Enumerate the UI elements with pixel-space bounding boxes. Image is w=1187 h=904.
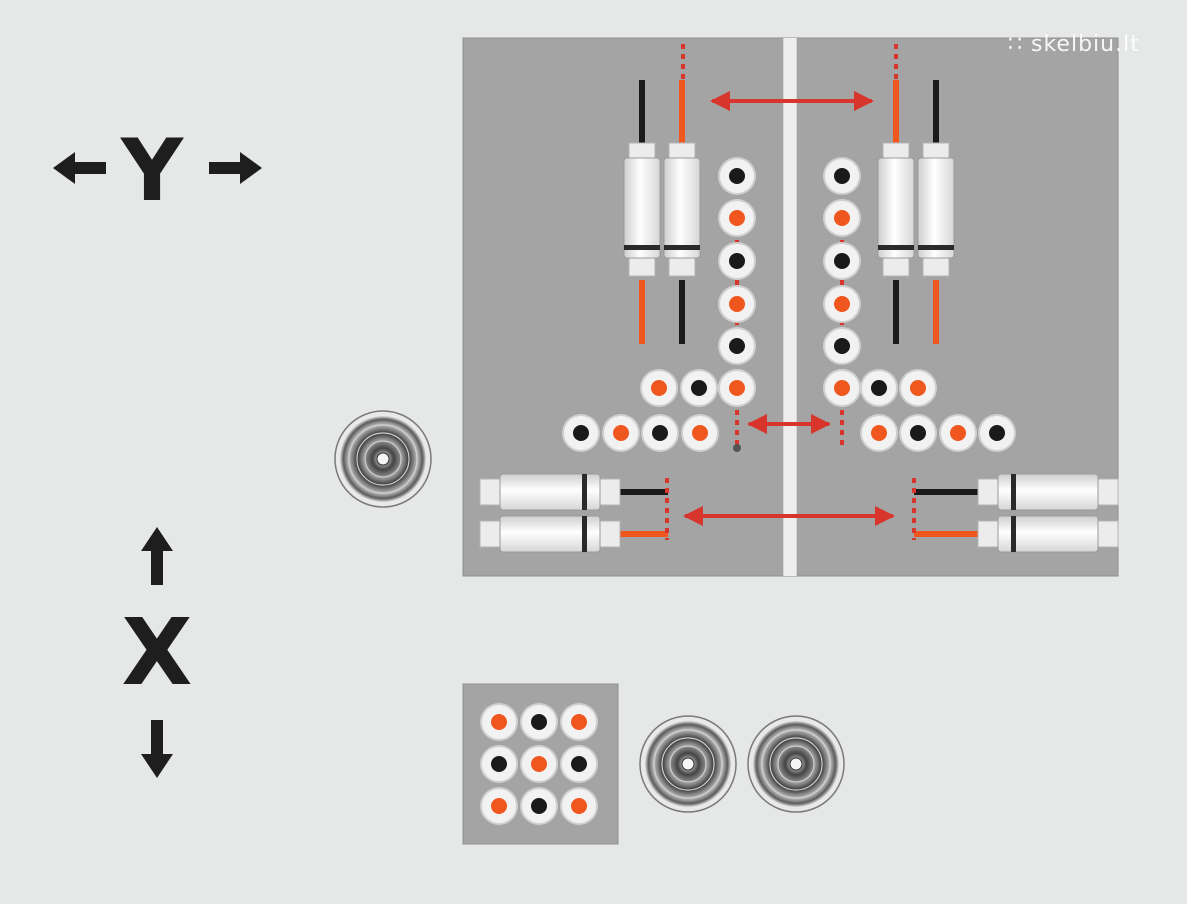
vertical-motor bbox=[663, 80, 701, 344]
contact-left-row bbox=[602, 414, 640, 452]
contact-right-column bbox=[823, 199, 861, 237]
contact-right-column bbox=[823, 327, 861, 365]
contact-left-column bbox=[718, 157, 756, 195]
contact-left-column bbox=[718, 199, 756, 237]
contact-left-row bbox=[681, 414, 719, 452]
contacts bbox=[562, 157, 1016, 452]
cable-reels bbox=[334, 410, 845, 813]
connector-grid-contact bbox=[560, 745, 598, 783]
watermark: ∷ skelbiu.lt bbox=[1008, 32, 1140, 57]
connector-grid-contact bbox=[520, 745, 558, 783]
cable-reel-icon bbox=[639, 715, 737, 813]
connector-grid-contact bbox=[480, 703, 518, 741]
contact-left-column bbox=[718, 327, 756, 365]
y-axis-indicator: Y bbox=[53, 121, 262, 221]
arrow-right-icon bbox=[209, 152, 262, 184]
y-axis-label: Y bbox=[120, 121, 185, 221]
motion-arrows bbox=[683, 91, 895, 526]
vertical-motor bbox=[917, 80, 955, 344]
contact-column-end bbox=[718, 369, 756, 407]
connector-grid-contact bbox=[560, 703, 598, 741]
watermark-icon: ∷ bbox=[1008, 32, 1023, 57]
contact-right-row bbox=[939, 414, 977, 452]
arrow-left-icon bbox=[53, 152, 106, 184]
horizontal-motor bbox=[479, 515, 668, 553]
arrow-up-icon bbox=[141, 527, 173, 585]
connector-grid-contact bbox=[480, 787, 518, 825]
watermark-text: skelbiu.lt bbox=[1031, 32, 1140, 57]
connector-grid-contact bbox=[520, 703, 558, 741]
cable-reel-icon bbox=[334, 410, 432, 508]
contact-right-row bbox=[860, 369, 898, 407]
contact-left-column bbox=[718, 285, 756, 323]
contact-left-column bbox=[718, 242, 756, 280]
x-axis-indicator: X bbox=[122, 527, 193, 778]
contact-right-row bbox=[899, 369, 937, 407]
horizontal-motor bbox=[479, 473, 668, 511]
vertical-motor bbox=[877, 80, 915, 344]
contact-right-row bbox=[899, 414, 937, 452]
vertical-motor bbox=[623, 80, 661, 344]
connector-grid-contact bbox=[560, 787, 598, 825]
contact-left-row bbox=[640, 369, 678, 407]
arrow-down-icon bbox=[141, 720, 173, 778]
contact-right-column bbox=[823, 242, 861, 280]
contact-right-column bbox=[823, 157, 861, 195]
connector-grid-contact bbox=[480, 745, 518, 783]
horizontal-motor bbox=[914, 515, 1119, 553]
connector-grid bbox=[480, 703, 598, 825]
contact-right-row bbox=[978, 414, 1016, 452]
wire-end-mark bbox=[733, 444, 741, 452]
contact-column-end bbox=[823, 369, 861, 407]
contact-right-row bbox=[860, 414, 898, 452]
contact-left-row bbox=[680, 369, 718, 407]
x-axis-label: X bbox=[122, 599, 193, 706]
contact-left-row bbox=[562, 414, 600, 452]
panel-divider bbox=[783, 38, 797, 576]
cable-reel-icon bbox=[747, 715, 845, 813]
contact-left-row bbox=[641, 414, 679, 452]
motors bbox=[479, 80, 1119, 553]
horizontal-motor bbox=[914, 473, 1119, 511]
contact-right-column bbox=[823, 285, 861, 323]
connector-grid-contact bbox=[520, 787, 558, 825]
